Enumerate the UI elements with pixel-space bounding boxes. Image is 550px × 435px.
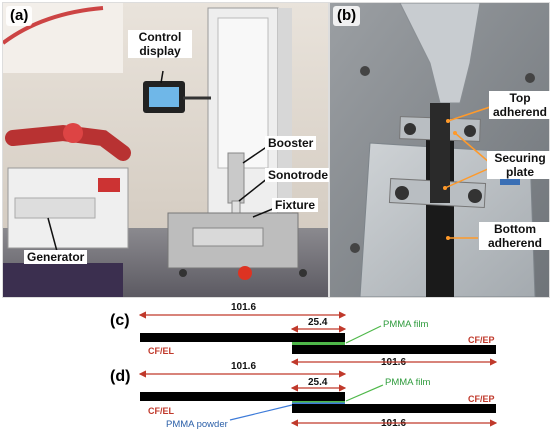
panel-a-tag: (a) xyxy=(6,6,33,26)
fixture-callout: Fixture xyxy=(272,198,319,212)
d-powder-pointer xyxy=(229,404,293,421)
d-dim-total-top: 101.6 xyxy=(231,361,257,372)
d-left-material-label: CF/EL xyxy=(148,406,174,416)
photo-fixture-closeup xyxy=(329,2,550,298)
fixture-closeup-illustration xyxy=(330,3,549,297)
c-top-adherend xyxy=(140,333,345,342)
d-film-pointer xyxy=(345,384,384,402)
c-dim-overlap: 25.4 xyxy=(308,317,328,328)
panel-b-tag: (b) xyxy=(333,6,361,26)
d-pmma-film-label: PMMA film xyxy=(385,377,431,388)
d-dim-total-bottom: 101.6 xyxy=(381,418,407,429)
control-display-callout: Control display xyxy=(128,30,192,58)
c-right-material-label: CF/EP xyxy=(468,335,495,345)
c-dim-total-bottom: 101.6 xyxy=(381,357,407,368)
d-pmma-powder-label: PMMA powder xyxy=(166,419,228,430)
welding-machine-illustration xyxy=(3,3,328,297)
c-bottom-adherend xyxy=(292,345,496,354)
top-adherend-callout: Top adherend xyxy=(489,91,550,119)
d-pmma-powder xyxy=(292,401,345,404)
d-dim-overlap: 25.4 xyxy=(308,377,328,388)
bottom-adherend-callout: Bottom adherend xyxy=(479,222,550,250)
d-pmma-film xyxy=(292,401,345,403)
booster-callout: Booster xyxy=(265,136,317,150)
c-dim-total-top: 101.6 xyxy=(231,302,257,313)
c-pmma-film-label: PMMA film xyxy=(383,319,429,330)
d-top-adherend xyxy=(140,392,345,401)
d-right-material-label: CF/EP xyxy=(468,394,495,404)
panel-d-tag: (d) xyxy=(110,368,131,385)
c-pmma-film xyxy=(292,342,345,345)
panel-c-tag: (c) xyxy=(110,312,130,329)
generator-callout: Generator xyxy=(24,250,88,264)
sonotrode-callout: Sonotrode xyxy=(265,168,331,182)
c-film-pointer xyxy=(345,325,382,344)
photo-welding-machine xyxy=(2,2,329,298)
securing-plate-callout: Securing plate xyxy=(487,151,550,179)
d-bottom-adherend xyxy=(292,404,496,413)
c-left-material-label: CF/EL xyxy=(148,346,174,356)
